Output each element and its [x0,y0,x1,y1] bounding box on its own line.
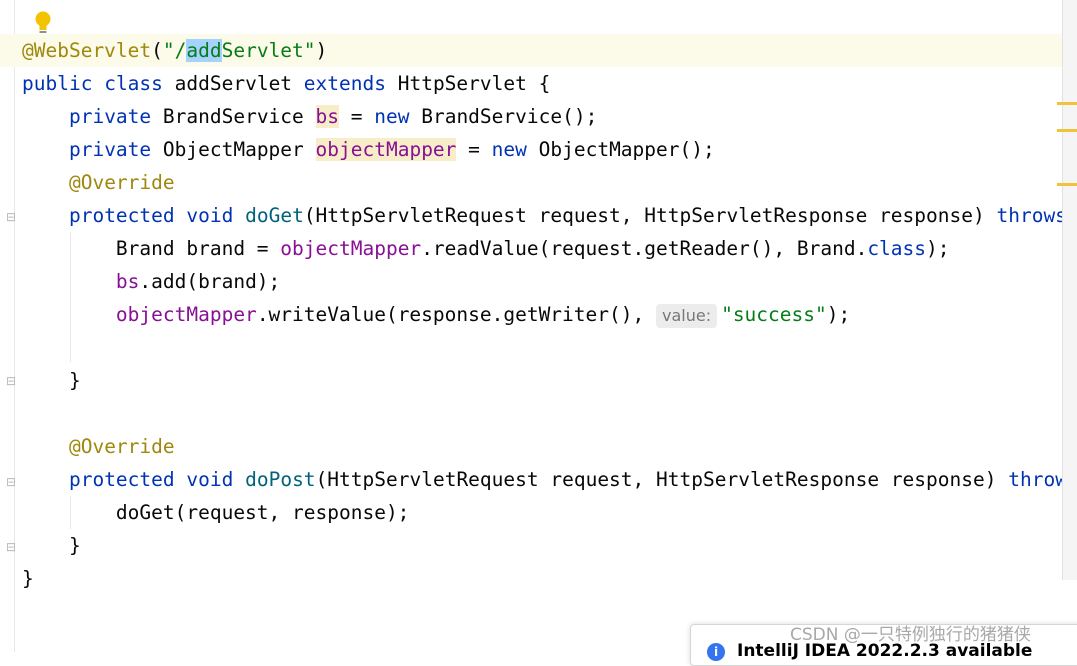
error-stripe-marker[interactable] [1057,102,1077,105]
field-ref: objectMapper [115,303,257,326]
parameters: (HttpServletRequest request, HttpServlet… [315,468,1009,491]
watermark: CSDN @一只特例独行的猪猪侠 [790,625,1031,645]
keyword: new [491,138,527,161]
paren: ) [315,39,328,62]
code-line-17[interactable]: } [22,562,1077,595]
lightbulb-icon[interactable] [34,10,52,36]
code-line-12[interactable] [22,397,1077,430]
indent-guide [70,496,71,529]
field-ref: bs [115,270,140,293]
parameter-hint: value: [655,304,718,328]
constructor-call: BrandService(); [409,105,598,128]
method-name: doGet [245,204,304,227]
error-stripe-marker[interactable] [1057,129,1077,132]
keyword: public [22,72,93,95]
keyword: private [68,105,152,128]
constructor-call: ObjectMapper(); [526,138,715,161]
method-name: doPost [245,468,316,491]
string-literal: "/ [162,39,187,62]
code-line-14[interactable]: protected void doPost(HttpServletRequest… [22,463,1077,496]
punctuation: ); [826,303,851,326]
code-line-16[interactable]: } [22,529,1077,562]
operator: = [339,105,375,128]
editor-gutter [0,0,15,652]
field-name: objectMapper [315,138,457,161]
paren: ( [151,39,163,62]
method-call: .add(brand); [139,270,281,293]
string-literal: "success" [721,303,827,326]
keyword: private [68,138,152,161]
annotation: @Override [68,171,175,194]
keyword: protected [68,204,175,227]
method-call: doGet(request, response); [115,501,410,524]
vertical-scrollbar[interactable] [1062,0,1077,580]
code-line-1[interactable]: @WebServlet("/addServlet") [0,34,1077,67]
keyword: void [186,468,234,491]
annotation: @WebServlet [22,39,152,62]
code-line-10[interactable] [22,331,1077,364]
keyword: throws [1008,468,1077,491]
fold-icon[interactable]: ⊟ [6,540,17,554]
code-line-2[interactable]: public class addServlet extends HttpServ… [22,67,1077,100]
keyword: class [867,237,927,260]
code-line-6[interactable]: protected void doGet(HttpServletRequest … [22,199,1077,232]
code-line-15[interactable]: doGet(request, response); [22,496,1077,529]
keyword: throws [996,204,1067,227]
field-name: bs [315,105,340,128]
operator: = [456,138,492,161]
code-line-11[interactable]: } [22,364,1077,397]
code-line-3[interactable]: private BrandService bs = new BrandServi… [22,100,1077,133]
brace: } [68,534,81,557]
fold-icon[interactable]: ⊟ [6,475,17,489]
selected-text[interactable]: add [186,39,222,62]
type: ObjectMapper [151,138,316,161]
superclass: HttpServlet { [385,72,551,95]
indent-guide [70,232,71,362]
code-line-4[interactable]: private ObjectMapper objectMapper = new … [22,133,1077,166]
method-call: .writeValue(response.getWriter(), [256,303,656,326]
method-call: .readValue(request.getReader(), Brand. [421,237,868,260]
brace: } [22,567,34,590]
declaration: Brand brand = [115,237,281,260]
code-line-7[interactable]: Brand brand = objectMapper.readValue(req… [22,232,1077,265]
keyword: protected [68,468,175,491]
fold-icon[interactable]: ⊟ [6,374,17,388]
code-line-8[interactable]: bs.add(brand); [22,265,1077,298]
info-icon: i [707,643,725,661]
error-stripe-marker[interactable] [1057,183,1077,186]
field-ref: objectMapper [280,237,422,260]
keyword: new [374,105,410,128]
brace: } [68,369,81,392]
keyword: class [104,72,163,95]
keyword: extends [303,72,386,95]
code-line-9[interactable]: objectMapper.writeValue(response.getWrit… [22,298,1077,331]
code-line-5[interactable]: @Override [22,166,1077,199]
fold-icon[interactable]: ⊟ [6,210,17,224]
annotation: @Override [68,435,175,458]
parameters: (HttpServletRequest request, HttpServlet… [303,204,997,227]
punctuation: ); [926,237,950,260]
code-line-13[interactable]: @Override [22,430,1077,463]
string-literal: Servlet" [221,39,316,62]
keyword: void [186,204,234,227]
class-name: addServlet [162,72,304,95]
code-editor[interactable]: @WebServlet("/addServlet") public class … [0,34,1077,595]
type: BrandService [151,105,316,128]
